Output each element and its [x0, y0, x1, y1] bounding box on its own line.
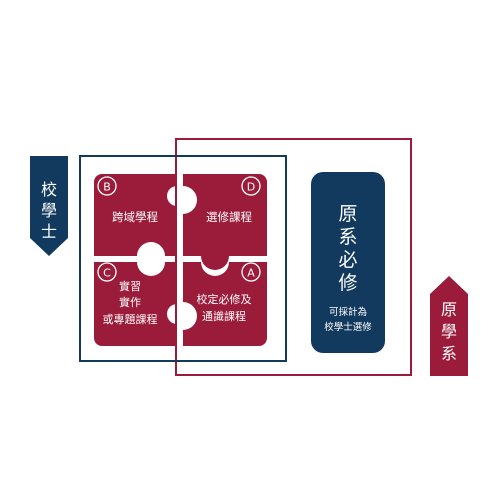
badge-a-circle: [241, 262, 261, 282]
puzzle-piece-d: [183, 174, 267, 270]
puzzle-piece-b: [94, 174, 177, 256]
badge-c-circle: [97, 262, 117, 282]
campus-bachelor-tag: 校 學 士: [30, 156, 68, 256]
puzzle-piece-a: [183, 262, 267, 346]
piece-a-label-line: 通識課程: [202, 309, 246, 323]
campus-bachelor-frame: [79, 155, 287, 362]
required-card-title-char: 原: [338, 203, 357, 225]
campus-bachelor-tag-char: 士: [41, 222, 57, 241]
piece-c-label-line: 實習: [119, 279, 141, 293]
piece-c-label-line: 實作: [119, 295, 141, 309]
original-department-tag-char: 原: [441, 300, 457, 319]
original-department-tag-shape: [430, 276, 468, 376]
campus-bachelor-tag-char: 校: [41, 180, 57, 199]
piece-d-label: 選修課程: [206, 210, 252, 224]
badge-c: C: [103, 267, 111, 280]
piece-a-label-line: 校定必修及: [197, 292, 252, 306]
piece-b-label: 跨域學程: [112, 210, 158, 224]
original-department-tag-char: 學: [441, 322, 457, 341]
badge-a: A: [247, 267, 255, 280]
badge-b: B: [103, 181, 111, 194]
department-required-card: [311, 172, 385, 353]
original-department-tag: 原 學 系: [430, 276, 468, 376]
original-department-tag-char: 系: [441, 344, 457, 363]
campus-bachelor-tag-char: 學: [41, 201, 57, 220]
puzzle-piece-c: [94, 262, 177, 346]
required-card-note-line: 校學士選修: [324, 321, 372, 333]
required-card-title-char: 必: [338, 249, 357, 271]
department-frame: [175, 138, 412, 376]
campus-bachelor-tag-shape: [30, 156, 68, 256]
required-card-note-line: 可採計為: [329, 306, 367, 318]
badge-d: D: [247, 181, 255, 194]
piece-c-label-line: 或專題課程: [103, 312, 158, 326]
required-card-title-char: 系: [338, 226, 357, 248]
required-card-title-char: 修: [338, 272, 357, 294]
badge-b-circle: [97, 176, 117, 196]
badge-d-circle: [241, 176, 261, 196]
